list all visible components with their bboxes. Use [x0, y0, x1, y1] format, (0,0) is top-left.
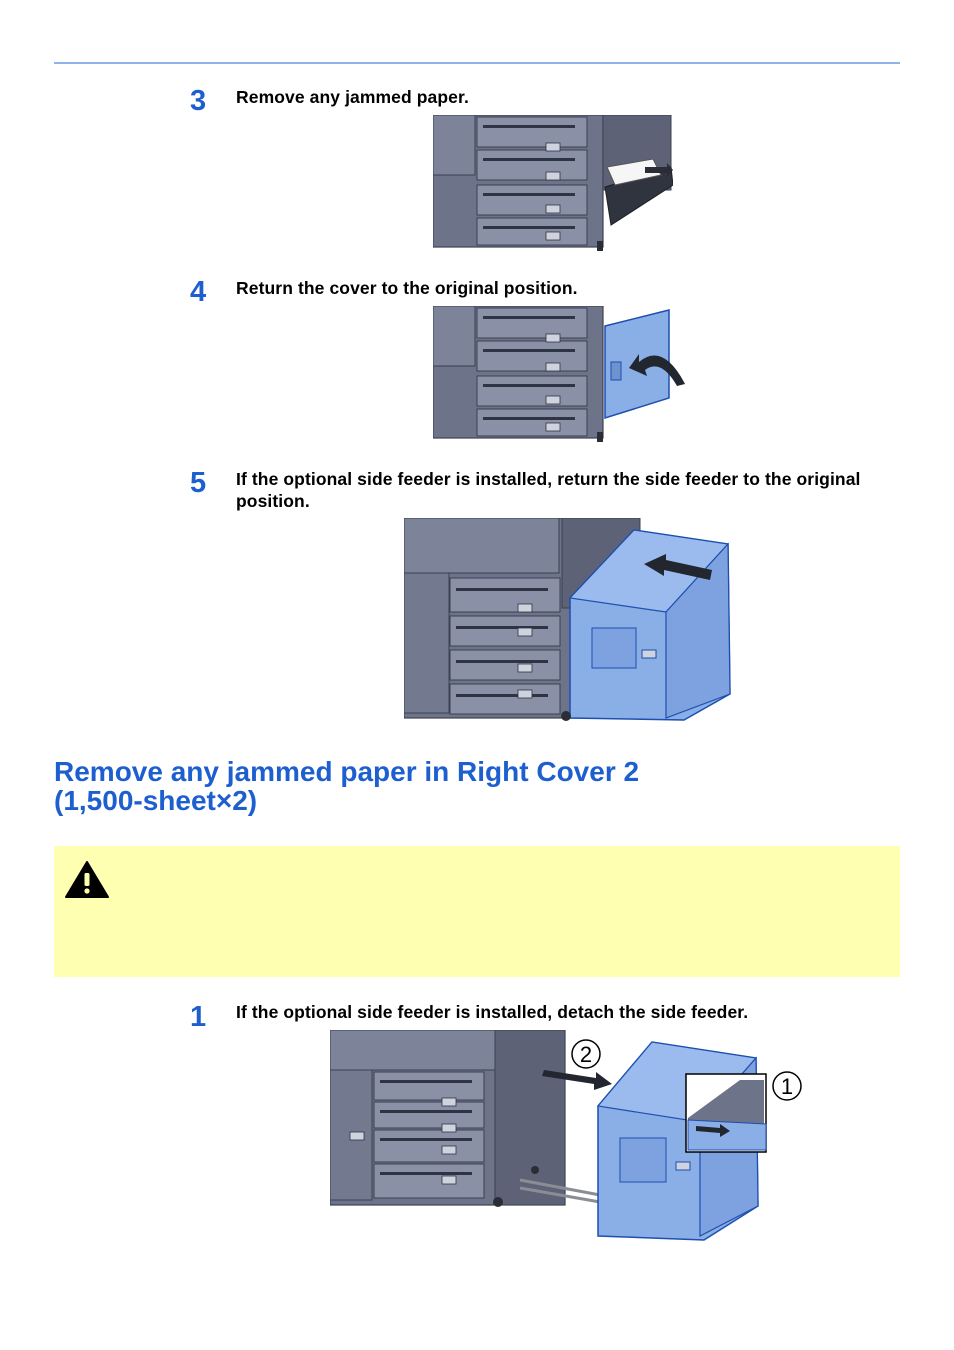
step-3-number: 3 [190, 85, 207, 117]
step-1-number: 1 [190, 1001, 207, 1033]
step-3-text: Remove any jammed paper. [236, 87, 469, 107]
header-rule [54, 62, 900, 64]
figure-detach-side-feeder: 2 1 [330, 1030, 802, 1241]
step-4-number: 4 [190, 276, 207, 308]
step-4-text: Return the cover to the original positio… [236, 278, 578, 298]
step-1-text: If the optional side feeder is installed… [236, 1002, 749, 1022]
warning-triangle-icon [65, 861, 109, 898]
callout-1-label: 1 [781, 1074, 793, 1099]
heading-line-1: Remove any jammed paper in Right Cover 2 [54, 756, 640, 787]
figure-remove-jammed-paper [433, 115, 673, 251]
heading-line-2: (1,500-sheet×2) [54, 785, 258, 816]
callout-2-label: 2 [580, 1042, 592, 1067]
section-heading: Remove any jammed paper in Right Cover 2… [54, 757, 914, 815]
caution-box [54, 846, 900, 977]
figure-close-cover [433, 306, 685, 442]
step-5-number: 5 [190, 467, 207, 499]
figure-return-side-feeder [404, 518, 731, 721]
step-5-text: If the optional side feeder is installed… [236, 469, 861, 511]
